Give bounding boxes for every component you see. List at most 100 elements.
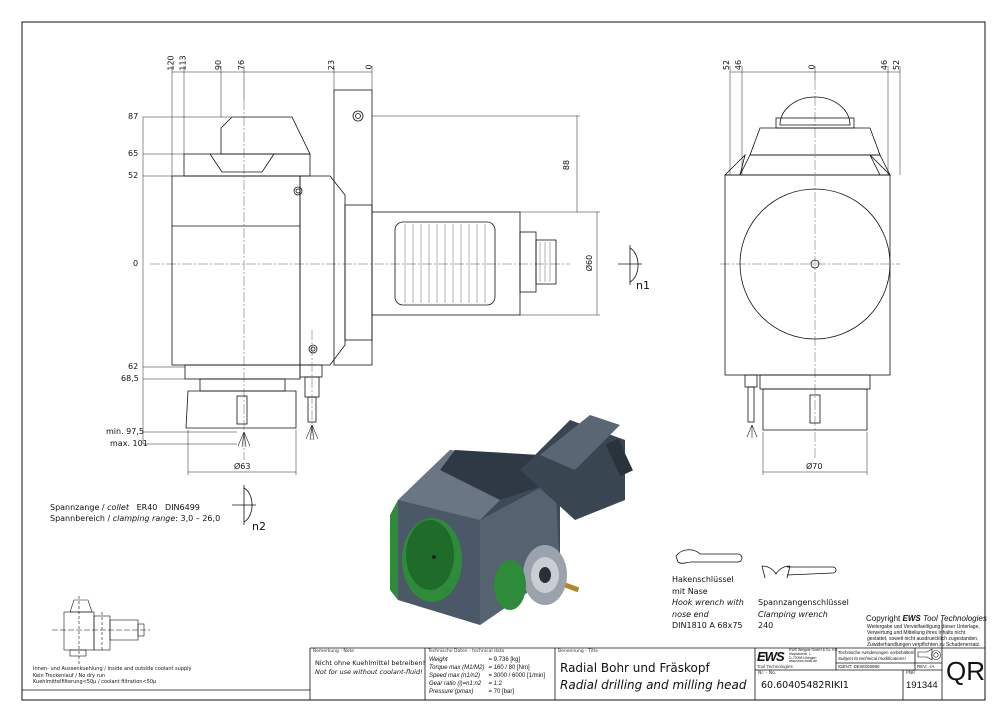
dim-76: 76 [237, 59, 247, 71]
clamping-range-label-de: Spannbereich / [50, 514, 111, 523]
rotation-n1-label: n1 [636, 279, 650, 292]
revision: REV: -/A [917, 664, 935, 669]
dim-d70: Ø70 [806, 462, 823, 471]
dim-113: 113 [178, 55, 188, 71]
dim-d63: Ø63 [234, 462, 251, 471]
pnr: 191344 [906, 680, 938, 691]
coolant-schematic [52, 596, 150, 666]
front-view [171, 89, 557, 429]
clamping-wrench-de: Spannzangenschlüssel [758, 598, 849, 607]
dim-d60: Ø60 [585, 254, 595, 272]
collet-norm: DIN6499 [165, 503, 200, 512]
title-en: Radial drilling and milling head [560, 678, 747, 692]
dim-side-52-right: 52 [892, 59, 902, 71]
clamping-wrench-size: 240 [758, 621, 774, 630]
copyright-prefix: Copyright [866, 614, 901, 623]
copyright-brand: EWS [902, 614, 921, 623]
ews-logo: EWS [757, 649, 785, 664]
copyright-line: Zuwiderhandlungen verpflichten zu Schade… [867, 642, 981, 648]
collet-label-de: Spannzange / [50, 503, 105, 512]
coolant-line-1: Innen- und Aussenkuehlung / Inside and o… [33, 666, 192, 672]
tech-value: = 3000 / 6000 [1/min] [488, 673, 546, 679]
hook-wrench-drawing [675, 549, 743, 564]
tech-key: Torque max (M1/M2) [429, 665, 485, 671]
rotation-n1-arc [629, 247, 639, 283]
tech-key: Weight [429, 657, 448, 663]
tech-key: Speed max (n1/n2) [429, 673, 481, 679]
hook-wrench-en-1: Hook wrench with [672, 598, 744, 607]
projection-symbol [917, 648, 933, 661]
company-line: www.ews-tools.de [789, 659, 818, 664]
pnr-label: PNR [906, 671, 916, 676]
ident: IDENT: DEWS05980 [838, 664, 880, 669]
side-view [724, 96, 891, 431]
clamping-range-value: : 3,0 – 26,0 [175, 514, 221, 523]
dim-62: 62 [128, 362, 139, 371]
title-block-lines [310, 620, 985, 700]
front-dimensions [142, 66, 600, 475]
sheet-frame [21, 21, 986, 701]
collet-line: Spannzange / collet ER40 DIN6499 [50, 503, 200, 513]
dim-max: max. 101 [110, 439, 148, 448]
dim-0-left: 0 [133, 259, 139, 268]
clamping-wrench-drawing [761, 565, 837, 579]
dim-90: 90 [214, 59, 224, 71]
note-de: Nicht ohne Kuehlmittel betreiben! [315, 659, 426, 667]
copyright-line: gestattet, soweit nicht ausdruecklich zu… [867, 636, 979, 642]
dim-88: 88 [562, 159, 572, 171]
title-label: Benennung - Title [558, 649, 598, 654]
tech-label: Technische Daten - technical data [428, 649, 505, 654]
collet-label-en: collet [107, 503, 129, 512]
tech-value: = 1:2 [488, 681, 502, 687]
3d-render [390, 415, 633, 625]
hook-wrench-de-1: Hakenschlüssel [672, 575, 734, 584]
dim-68-5: 68,5 [121, 374, 139, 383]
dim-side-52-left: 52 [722, 59, 732, 71]
company-address: EWS Weigele GmbH & Co. KG Maybachstr. 1 … [789, 648, 838, 664]
note-label: Bemerkung - Note [313, 649, 355, 654]
copyright-text: Weitergabe und Vervielfaeltigung dieser … [867, 624, 981, 648]
changes-en: Subject to technical modifications! [838, 656, 906, 661]
dim-120: 120 [166, 55, 176, 71]
tech-key: Pressure (pmax) [429, 689, 474, 695]
company-line: D-73098 Uhingen [789, 655, 817, 660]
dim-min: min. 97,5 [106, 427, 144, 436]
dim-side-46-right: 46 [880, 59, 890, 71]
hook-wrench-norm: DIN1810 A 68x75 [672, 621, 743, 630]
collet-type: ER40 [136, 503, 158, 512]
dim-65: 65 [128, 149, 139, 158]
clamping-range-label-en: clamping range [112, 514, 176, 523]
clamping-range-line: Spannbereich / clamping range: 3,0 – 26,… [50, 514, 220, 524]
dim-87: 87 [128, 112, 139, 121]
dim-52: 52 [128, 171, 139, 180]
hook-wrench-en-2: nose end [672, 609, 709, 619]
tech-value: = 70 [bar] [488, 689, 514, 695]
dim-side-0: 0 [807, 64, 817, 70]
clamping-wrench-label: Spannzangenschlüssel Clamping wrench 240 [758, 597, 849, 632]
dim-23: 23 [327, 59, 337, 71]
coolant-line-2: Kein Trockenlauf / No dry run [33, 672, 106, 679]
ews-logo-sub: Tool Technologies [757, 664, 793, 669]
tech-value: = 160 / 80 [Nm] [488, 665, 530, 671]
company-line: EWS Weigele GmbH & Co. KG [789, 648, 838, 652]
changes-de: Technische Aenderungen vorbehalten! [838, 650, 915, 655]
part-number: 60.60405482RIKI1 [761, 680, 849, 691]
company-line: Maybachstr. 1 [789, 651, 811, 656]
dim-side-46-left: 46 [734, 59, 744, 71]
nr-label: Nr. - No. [758, 671, 777, 676]
rotation-n2-label: n2 [252, 520, 266, 533]
tech-key: Gear ratio (i)=n1:n2 [429, 681, 482, 687]
copyright-line: Verwertung und Mitteilung ihres Inhalts … [867, 630, 966, 636]
clamping-wrench-en: Clamping wrench [758, 609, 828, 619]
hook-wrench-label: Hakenschlüssel mit Nase Hook wrench with… [672, 574, 744, 632]
tech-data-table: Weight= 9.736 [kg] Torque max (M1/M2)= 1… [429, 656, 545, 696]
copyright-line: Weitergabe und Vervielfaeltigung dieser … [867, 624, 980, 630]
side-dimensions [729, 66, 901, 475]
copyright-title: Copyright EWS Tool Technologies [866, 614, 987, 624]
hook-wrench-de-2: mit Nase [672, 586, 708, 596]
note-en: Not for use without coolant-fluid! [315, 668, 423, 676]
coolant-line-3: Kuehlmittelfilterung<50µ / coolant filtr… [33, 679, 157, 685]
coolant-notes: Innen- und Aussenkuehlung / Inside and o… [33, 666, 192, 686]
copyright-suffix: Tool Technologies [922, 614, 987, 623]
